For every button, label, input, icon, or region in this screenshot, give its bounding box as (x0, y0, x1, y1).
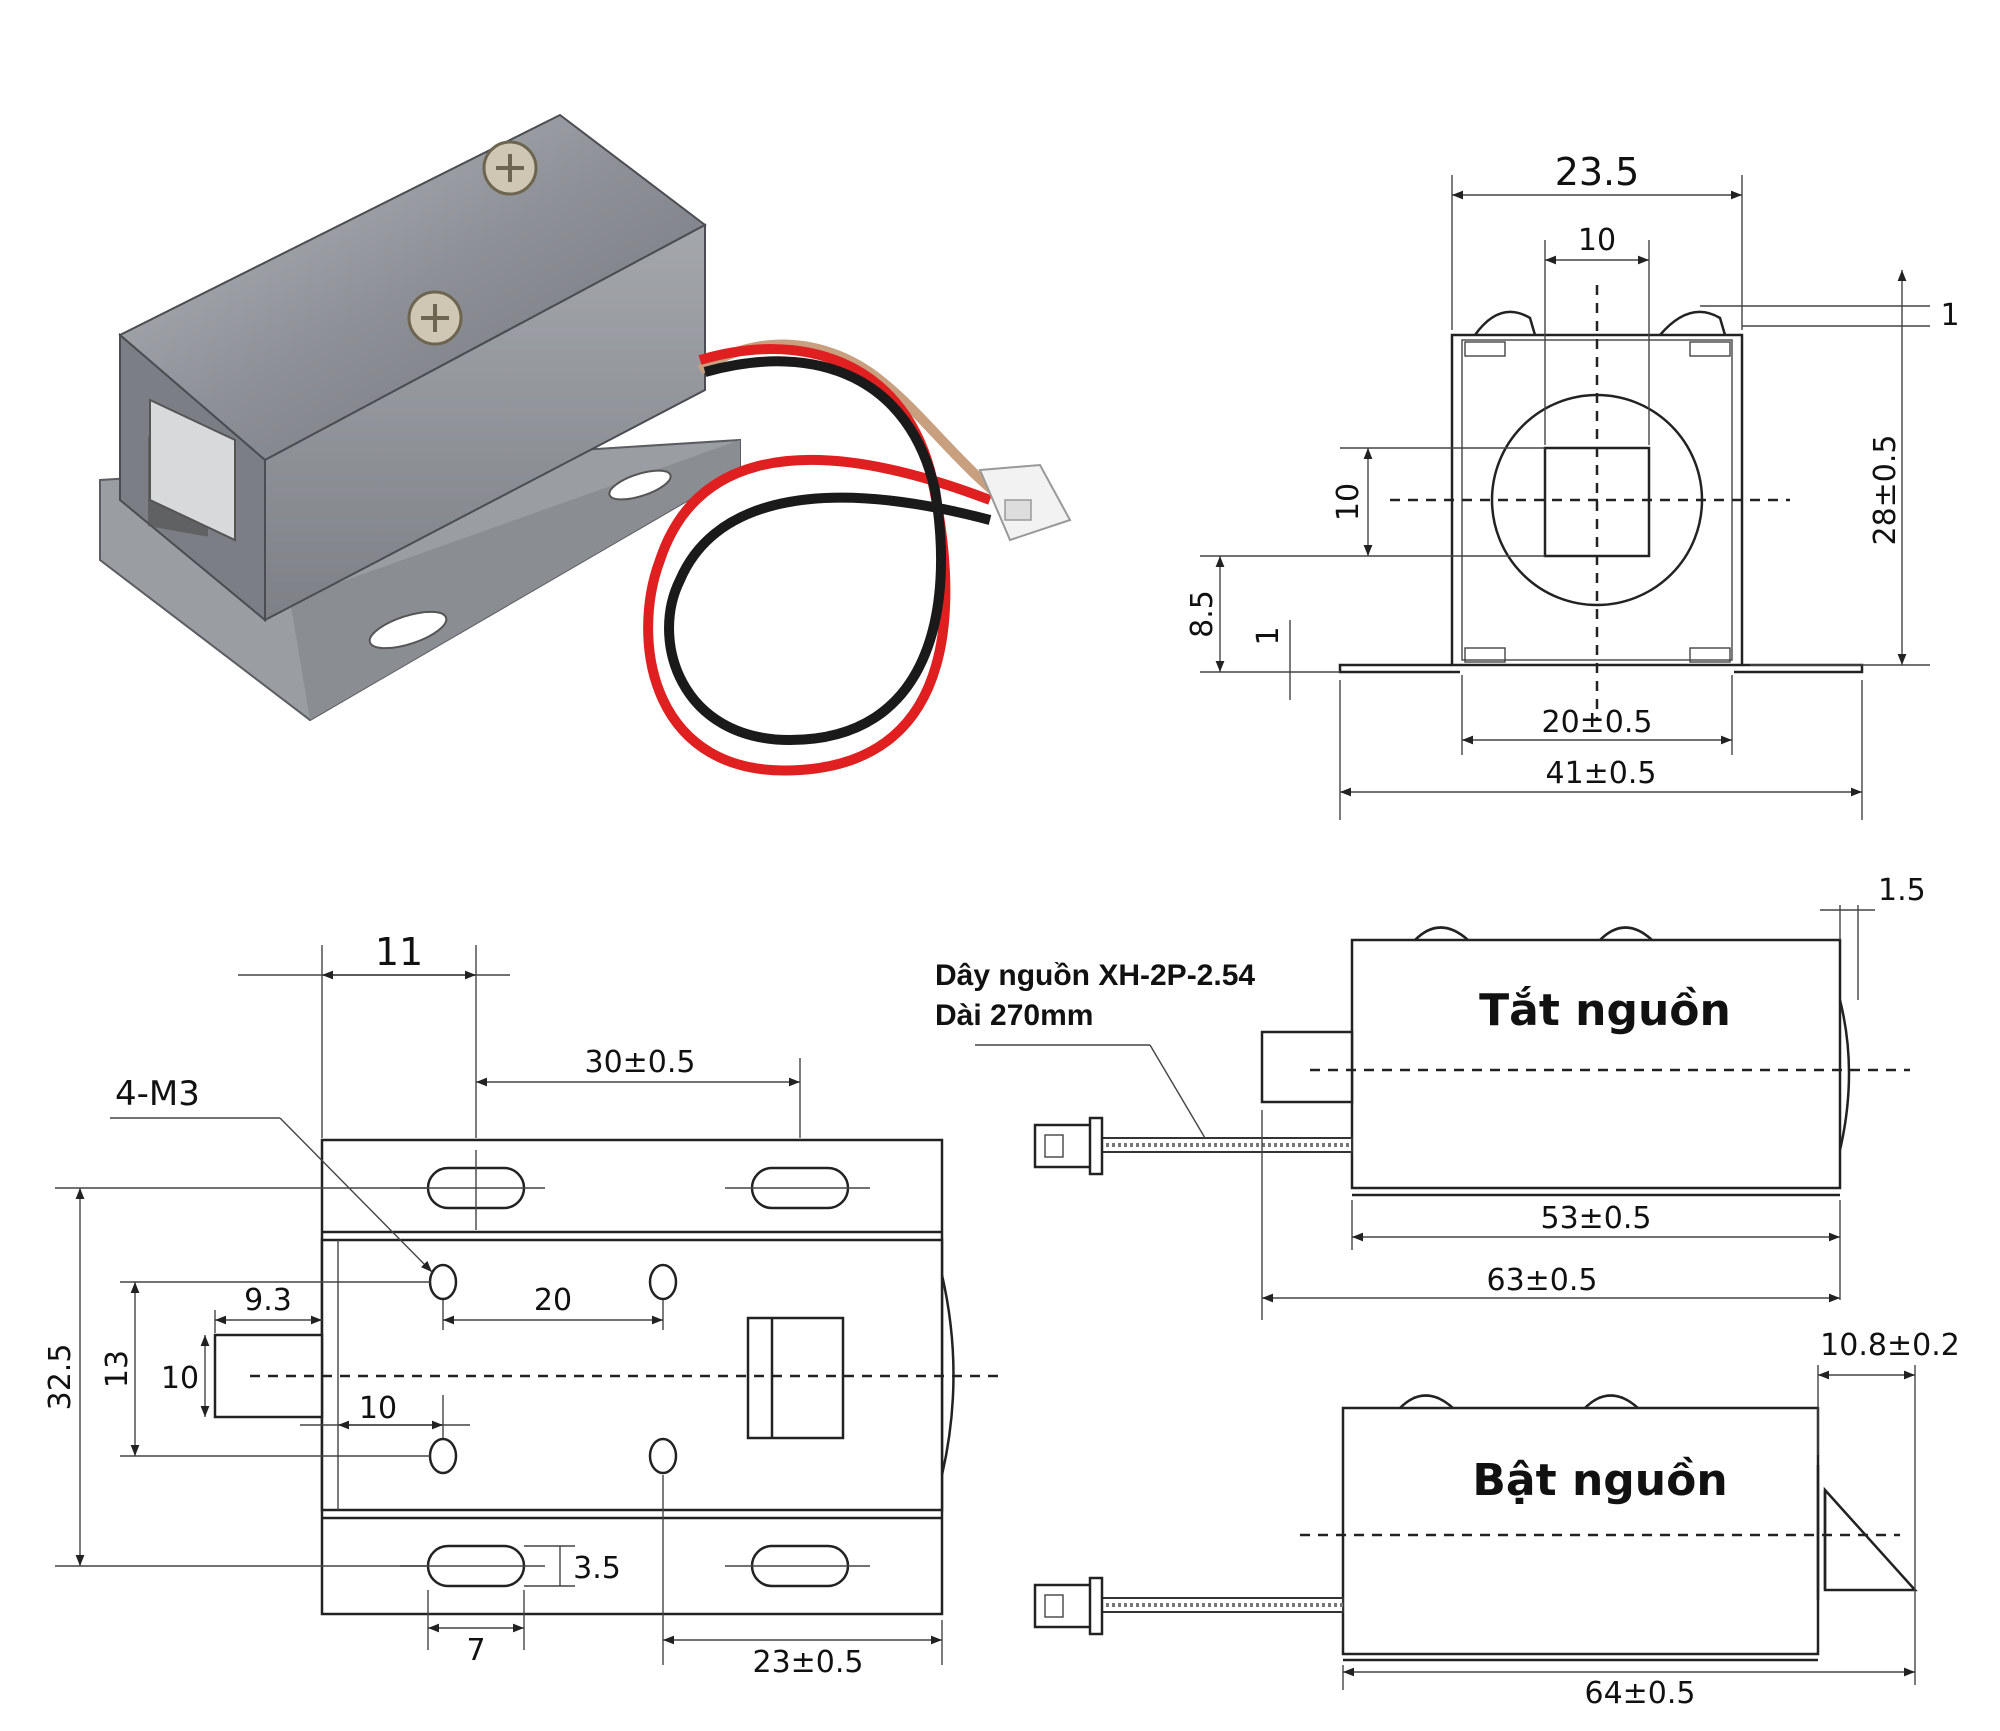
m3-hole (648, 1437, 678, 1475)
dim-slot-length: 7 (466, 1633, 485, 1668)
dim-end-offset: 23±0.5 (752, 1645, 863, 1680)
dim-total-length-off: 63±0.5 (1486, 1263, 1597, 1298)
dim-slot-width: 3.5 (573, 1551, 621, 1586)
m3-hole (428, 1437, 458, 1475)
dim-total-width: 41±0.5 (1545, 756, 1656, 791)
dim-body-length: 53±0.5 (1540, 1201, 1651, 1236)
solenoid-lock-photo (99, 113, 1072, 776)
dim-flange-height: 8.5 (1185, 590, 1220, 638)
dim-top-gap: 1 (1940, 298, 1959, 333)
wire-label-1: Dây nguồn XH-2P-2.54 (935, 959, 1255, 992)
bolt-extended (1823, 1486, 1918, 1592)
dim-slot-spacing: 30±0.5 (584, 1045, 695, 1080)
top-view: 4-M3 11 30±0.5 32.5 13 10 9.3 20 (43, 930, 1000, 1680)
dim-flange-thickness: 1 (1251, 626, 1286, 645)
dim-hole-h-spacing: 20 (534, 1283, 572, 1318)
label-4-m3: 4-M3 (115, 1074, 200, 1114)
dim-bolt-length: 10.8±0.2 (1820, 1328, 1960, 1363)
connector-icon (978, 463, 1072, 542)
dim-width-top: 23.5 (1555, 150, 1640, 194)
dim-plunger-width: 10 (1578, 223, 1616, 258)
dim-hole-v-spacing: 13 (100, 1350, 135, 1388)
dim-end-gap: 1.5 (1878, 873, 1926, 908)
screw-icon (407, 290, 463, 346)
dim-total-length-on: 64±0.5 (1584, 1676, 1695, 1711)
state-label-off: Tắt nguồn (1479, 985, 1731, 1036)
dim-plunger-protrusion: 9.3 (244, 1283, 292, 1318)
dim-plunger-height-top: 10 (161, 1361, 199, 1396)
dim-slot-offset: 11 (375, 930, 423, 974)
dim-hole-offset: 10 (359, 1391, 397, 1426)
dim-height: 28±0.5 (1868, 434, 1903, 545)
flange-slot-icon (368, 610, 448, 650)
front-view: 23.5 10 1 28±0.5 10 8.5 1 20±0.5 (1185, 150, 1960, 820)
dim-body-height: 32.5 (43, 1344, 78, 1411)
flange-slot-icon (608, 469, 672, 501)
xh-connector-icon (1033, 1576, 1104, 1636)
side-view-off: Dây nguồn XH-2P-2.54 Dài 270mm Tắt nguồn… (935, 873, 1926, 1320)
m3-hole (428, 1263, 458, 1301)
side-view-on: Bật nguồn 10.8±0.2 64±0.5 (1033, 1328, 1960, 1711)
state-label-on: Bật nguồn (1472, 1455, 1727, 1506)
dim-inner-width: 20±0.5 (1541, 705, 1652, 740)
screw-icon (482, 140, 538, 196)
m3-hole (648, 1263, 678, 1301)
xh-connector-icon (1033, 1116, 1104, 1176)
plunger-retracted (1260, 1030, 1354, 1104)
dim-plunger-height: 10 (1331, 483, 1366, 521)
wire-label-2: Dài 270mm (935, 999, 1093, 1032)
